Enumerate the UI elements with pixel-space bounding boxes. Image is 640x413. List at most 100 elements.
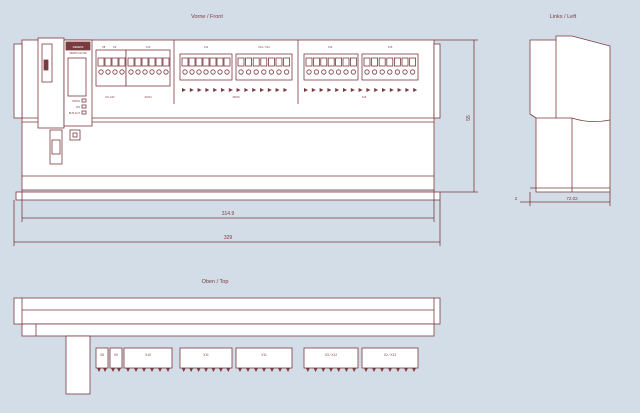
terminal-screw [401,57,409,67]
terminal-hole [321,69,327,75]
led-arrow [405,88,410,92]
front-right-edge [433,43,441,119]
terminal-hole [379,69,385,75]
top-terminal-tab [166,368,170,372]
terminal-hole [246,69,252,75]
top-block-label: X10 [145,353,151,357]
top-terminal-block [95,347,109,369]
led-arrow [267,88,272,92]
cpu-connector [43,59,49,71]
terminal-screw [283,57,291,67]
front-dimensions: 314.9 329 55 [13,39,478,246]
terminal-hole [276,69,282,75]
top-terminal-tab [380,368,384,372]
top-terminal-tab [204,368,208,372]
front-base-plate [15,191,441,201]
terminal-screw [104,57,112,67]
dim-width-inner: 314.9 [222,211,235,217]
terminal-hole [149,69,155,75]
terminal-screw [202,57,210,67]
terminal-hole [98,69,104,75]
terminal-hole [217,69,223,75]
terminal-screw [371,57,379,67]
terminal-screw [349,57,357,67]
display-screen [67,57,87,97]
top-terminal-tab [313,368,318,372]
terminal-screw [141,57,149,67]
top-terminal-tab [126,368,130,372]
led-arrow [319,88,324,92]
led-rs [81,104,87,109]
terminal-hole [283,69,290,75]
dim-left-small: 2 [515,196,518,201]
terminal-hole [196,69,202,75]
left-view-title: Links / Left [550,14,577,20]
led-arrow [244,88,249,92]
led-arrow [205,88,210,92]
terminal-screw [209,57,217,67]
led-arrow [182,88,186,92]
terminal-hole [135,69,141,75]
top-block-label: X9 [114,353,118,357]
terminal-screw [342,57,350,67]
top-terminal-tab [117,368,121,372]
dim-height: 55 [466,115,472,121]
top-terminal-tab [150,368,154,372]
led-arrow [343,88,347,92]
rs-label: RS [76,105,80,109]
dc24v-label: DC 24V [105,95,114,99]
terminal-hole [371,69,378,75]
top-terminal-block [109,347,123,369]
x11-label: X11 [204,45,209,49]
front-view: SIEMENS SIMATIC ET200 PROG RS BUS AUT X8… [13,37,441,201]
top-terminal-tab [111,368,115,372]
top-block-label: X11 [203,353,209,357]
module-label-2: SIMATIC ET200 [69,52,87,55]
top-terminal-block [361,347,419,369]
terminal-screw [237,57,245,67]
terminal-hole [112,69,118,75]
top-terminal-tab [336,368,341,372]
terminal-screw [148,57,156,67]
top-block-label: X2 / X13 [384,353,396,357]
led-arrow [335,88,340,92]
led-prog [81,98,87,103]
terminal-hole [128,69,134,75]
terminal-screw [312,57,320,67]
terminal-hole [156,69,162,75]
led-arrow [311,88,316,92]
left-curve [571,117,611,122]
led-arrow [283,88,288,92]
front-terminal-screws [97,57,417,75]
top-terminal-tab [286,368,290,372]
top-lower-band [21,323,435,337]
led-arrow [413,88,418,92]
top-terminal-tab [262,368,266,372]
terminal-screw [111,57,119,67]
x15-label: X15 [388,45,393,49]
top-block-label: X3 / X12 [325,353,337,357]
terminal-hole [394,69,400,75]
top-terminal-tab [189,368,194,372]
top-terminal-block [123,347,173,369]
top-terminal-tab [364,368,368,372]
terminal-screw [260,57,268,67]
terminal-screw [97,57,105,67]
terminal-hole [189,69,195,75]
terminal-hole [253,69,259,75]
terminal-hole [313,69,319,75]
terminal-screw [188,57,196,67]
top-terminal-block [179,347,233,369]
top-terminal-tab [329,368,333,372]
terminal-screw [155,57,163,67]
terminal-screw [216,57,224,67]
left-view: 72.02 2 [515,35,611,206]
terminal-hole [142,69,148,75]
top-terminal-block [235,347,293,369]
x14-label: X14 [328,45,333,49]
top-terminal-tab [211,368,216,372]
top-terminal-tab [372,368,376,372]
top-terminal-tab [396,368,400,372]
terminal-hole [364,69,370,75]
